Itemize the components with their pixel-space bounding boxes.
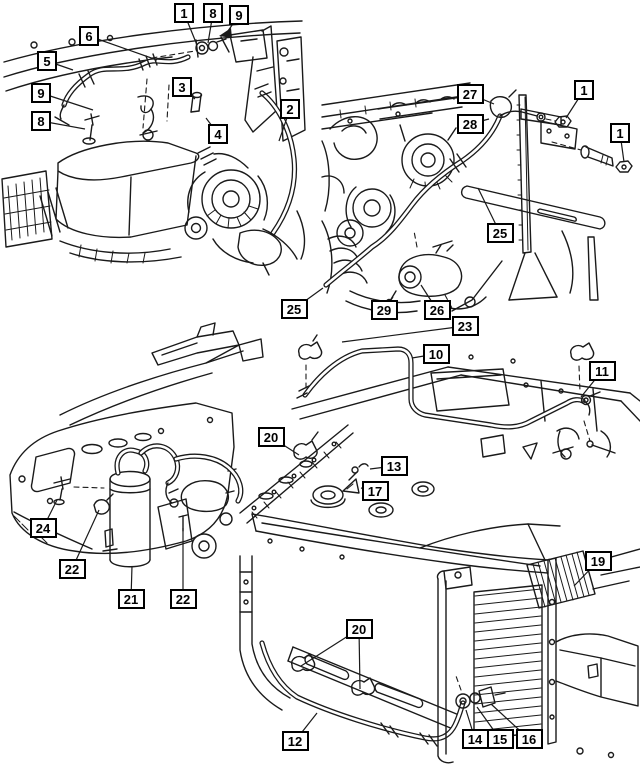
- callout-10[interactable]: 10: [422, 344, 450, 364]
- callout-6[interactable]: 6: [79, 26, 99, 46]
- callout-14[interactable]: 14: [461, 729, 489, 749]
- leader-line: [341, 325, 466, 343]
- callout-11[interactable]: 11: [588, 361, 616, 381]
- callout-5[interactable]: 5: [37, 51, 57, 71]
- engine-side-view: [321, 82, 633, 314]
- callout-27[interactable]: 27: [456, 84, 484, 104]
- callout-21[interactable]: 21: [117, 589, 145, 609]
- engine-front-view: [1, 20, 306, 276]
- callout-13[interactable]: 13: [380, 456, 408, 476]
- callout-15[interactable]: 15: [486, 729, 514, 749]
- callout-1[interactable]: 1: [574, 80, 594, 100]
- callout-9[interactable]: 9: [229, 5, 249, 25]
- callout-20[interactable]: 20: [345, 619, 373, 639]
- callout-1[interactable]: 1: [174, 3, 194, 23]
- callout-26[interactable]: 26: [423, 300, 451, 320]
- callout-8[interactable]: 8: [203, 3, 223, 23]
- callout-28[interactable]: 28: [456, 114, 484, 134]
- callout-1[interactable]: 1: [610, 123, 630, 143]
- callout-24[interactable]: 24: [29, 518, 57, 538]
- callout-2[interactable]: 2: [280, 99, 300, 119]
- callout-22[interactable]: 22: [58, 559, 86, 579]
- callout-25[interactable]: 25: [486, 223, 514, 243]
- callout-12[interactable]: 12: [281, 731, 309, 751]
- leader-line: [358, 628, 361, 690]
- callout-29[interactable]: 29: [370, 300, 398, 320]
- callout-8[interactable]: 8: [31, 111, 51, 131]
- callout-3[interactable]: 3: [172, 77, 192, 97]
- callout-23[interactable]: 23: [451, 316, 479, 336]
- callout-20[interactable]: 20: [257, 427, 285, 447]
- callout-4[interactable]: 4: [208, 124, 228, 144]
- callout-9[interactable]: 9: [31, 83, 51, 103]
- front-end-condenser-view: [239, 334, 640, 764]
- leader-line: [88, 35, 158, 61]
- callout-16[interactable]: 16: [515, 729, 543, 749]
- callout-19[interactable]: 19: [584, 551, 612, 571]
- callout-25[interactable]: 25: [280, 299, 308, 319]
- callout-22[interactable]: 22: [169, 589, 197, 609]
- callout-17[interactable]: 17: [361, 481, 389, 501]
